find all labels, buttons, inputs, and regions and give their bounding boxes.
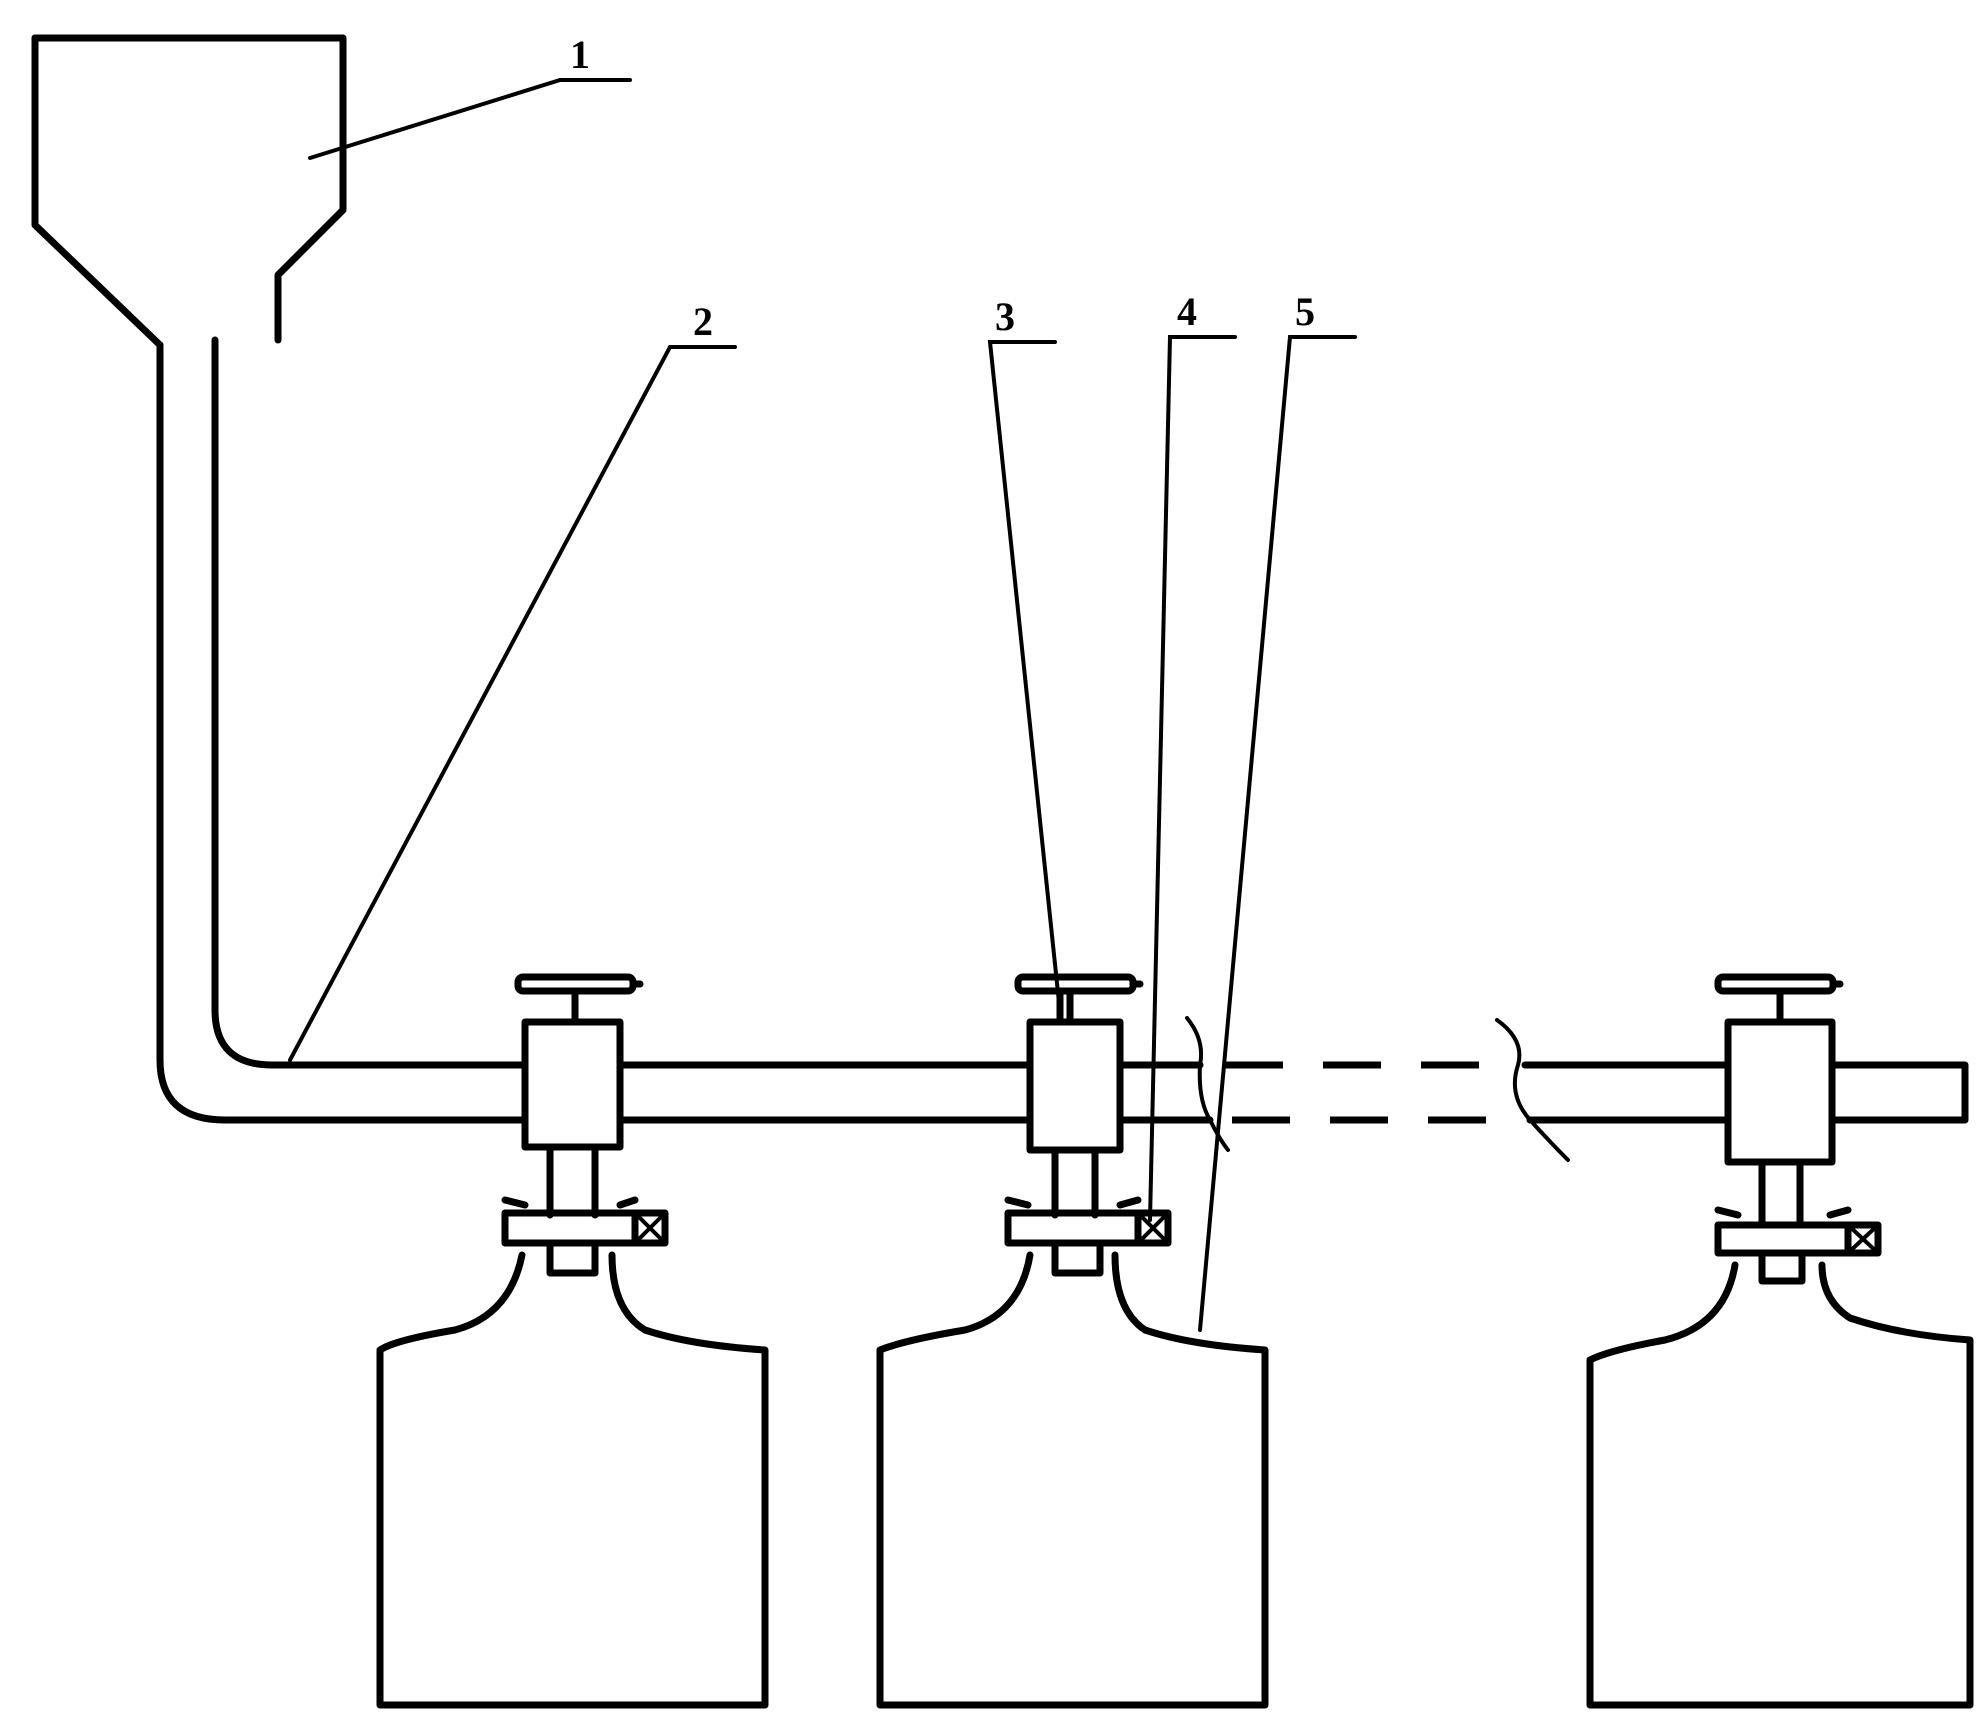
feed-pipe bbox=[616, 1061, 1969, 1124]
label-4: 4 bbox=[1177, 289, 1197, 334]
pipe-break bbox=[1185, 1016, 1570, 1162]
hopper bbox=[31, 34, 529, 1124]
valve-assembly-1 bbox=[501, 973, 669, 1277]
valve-assembly-3 bbox=[1714, 973, 1882, 1285]
label-1: 1 bbox=[570, 32, 590, 77]
label-5: 5 bbox=[1295, 289, 1315, 334]
valve-assembly-2 bbox=[1004, 973, 1172, 1277]
label-2: 2 bbox=[693, 299, 713, 344]
bottle-2 bbox=[876, 1251, 1269, 1709]
label-3: 3 bbox=[995, 294, 1015, 339]
bottle-3 bbox=[1586, 1261, 1974, 1709]
leader-lines bbox=[288, 78, 1357, 1332]
bottle-1 bbox=[376, 1251, 769, 1709]
